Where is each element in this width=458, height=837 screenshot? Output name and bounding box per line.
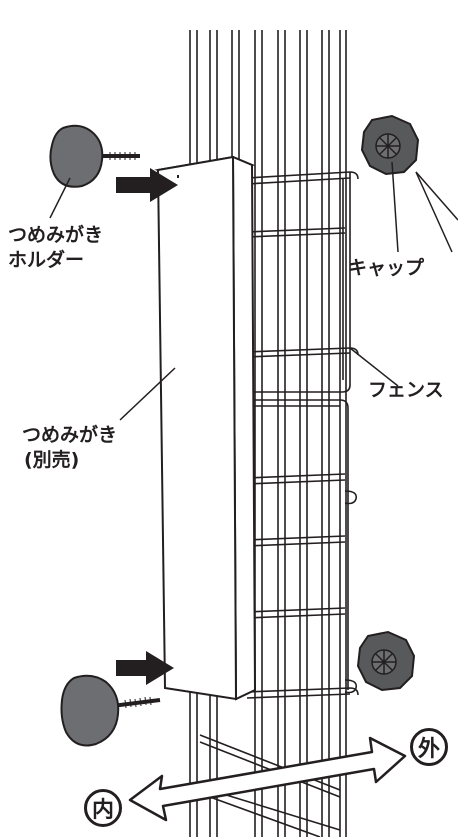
inside-badge: 内: [84, 789, 122, 827]
fence-label: フェンス: [368, 379, 444, 401]
scratcher-label-line1: つめみがき: [22, 424, 118, 446]
holder-knob-icon: [49, 124, 140, 188]
scratcher-label: つめみがき (別売): [22, 423, 117, 473]
cap-icon: [360, 114, 420, 176]
outside-badge: 外: [410, 728, 448, 766]
holder-knob-icon: [60, 674, 161, 747]
scratcher-holder-label: つめみがき ホルダー: [8, 223, 103, 273]
insert-arrow-icon: [116, 168, 178, 202]
scratcher-holder-label-line2: ホルダー: [8, 249, 85, 271]
cap-icon: [356, 630, 416, 692]
scratcher-board: [154, 155, 257, 701]
fence: [189, 30, 359, 837]
double-arrow-icon: [128, 736, 407, 822]
cap-label: キャップ: [348, 257, 425, 279]
insert-arrow-icon: [116, 651, 174, 685]
scratcher-holder-label-line1: つめみがき: [8, 224, 104, 246]
leader-lines: [49, 161, 458, 421]
scratcher-label-line2: (別売): [24, 449, 80, 471]
